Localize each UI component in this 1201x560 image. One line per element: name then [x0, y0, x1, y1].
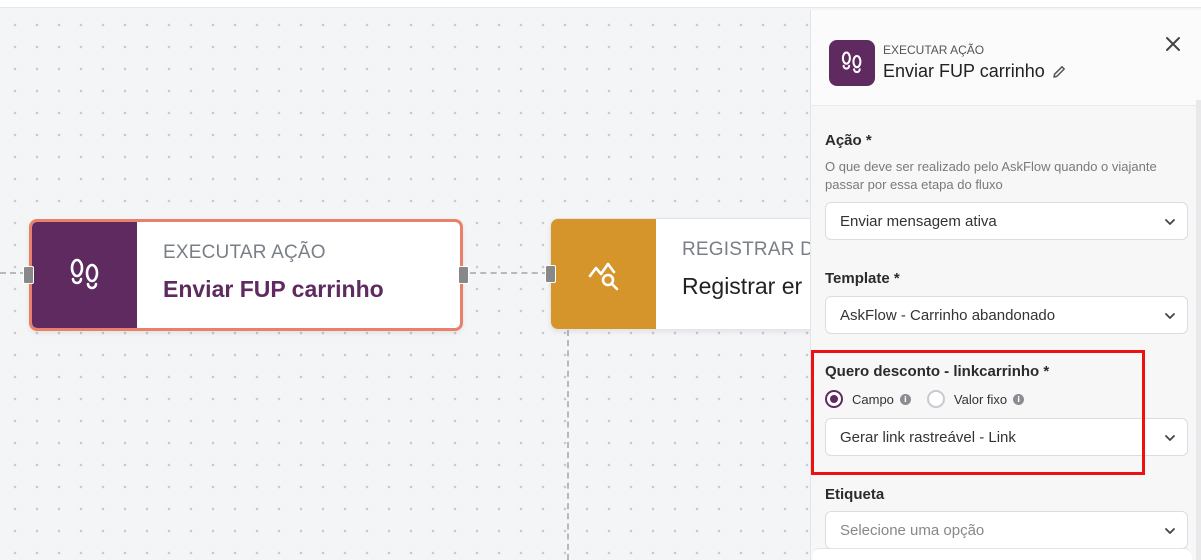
value-source-radio-group: Campo i Valor fixo i: [825, 390, 1040, 408]
chevron-down-icon: [1165, 528, 1175, 534]
quero-desconto-select-value: Gerar link rastreável - Link: [840, 428, 1016, 446]
template-select[interactable]: AskFlow - Carrinho abandonado: [825, 296, 1188, 334]
acao-select[interactable]: Enviar mensagem ativa: [825, 202, 1188, 240]
radio-campo[interactable]: Campo i: [825, 390, 911, 408]
close-icon[interactable]: [1161, 32, 1185, 56]
panel-scrollbar[interactable]: [1196, 100, 1201, 560]
panel-title: Enviar FUP carrinho: [883, 61, 1067, 82]
node-title: Enviar FUP carrinho: [163, 276, 384, 302]
node-settings-panel: EXECUTAR AÇÃO Enviar FUP carrinho Ação *…: [810, 10, 1201, 560]
node1-input-port[interactable]: [23, 266, 34, 284]
node1-output-port[interactable]: [458, 266, 469, 284]
radio-label: Valor fixo: [953, 391, 1008, 407]
pencil-icon[interactable]: [1051, 64, 1067, 80]
chevron-down-icon: [1165, 435, 1175, 441]
radio-circle-checked: [825, 390, 843, 408]
node-kicker: EXECUTAR AÇÃO: [163, 242, 326, 263]
panel-footer: [812, 548, 1192, 560]
node2-input-port[interactable]: [545, 265, 556, 283]
node-title: Registrar er: [682, 273, 803, 299]
radio-circle-unchecked: [926, 390, 945, 408]
etiqueta-label: Etiqueta: [825, 486, 885, 503]
flow-node-executar-acao[interactable]: EXECUTAR AÇÃO Enviar FUP carrinho: [29, 219, 463, 331]
info-icon[interactable]: i: [1013, 393, 1025, 405]
acao-help-text: O que deve ser realizado pelo AskFlow qu…: [825, 159, 1157, 192]
acao-label: Ação *: [825, 132, 872, 149]
quero-desconto-select[interactable]: Gerar link rastreável - Link: [825, 418, 1188, 456]
top-strip: [0, 0, 1201, 8]
acao-select-value: Enviar mensagem ativa: [840, 212, 997, 230]
highlight-annotation-box: [811, 350, 1145, 475]
panel-header: EXECUTAR AÇÃO Enviar FUP carrinho: [811, 10, 1201, 106]
quero-desconto-label: Quero desconto - linkcarrinho *: [825, 363, 1050, 380]
flow-node-registrar[interactable]: REGISTRAR D Registrar er: [550, 218, 850, 330]
connector-incoming: [0, 272, 26, 274]
info-icon[interactable]: i: [899, 393, 911, 405]
footprints-icon: [829, 40, 875, 86]
connector-down: [567, 330, 569, 560]
etiqueta-placeholder: Selecione uma opção: [840, 521, 985, 539]
template-select-value: AskFlow - Carrinho abandonado: [840, 306, 1056, 324]
chevron-down-icon: [1165, 313, 1175, 319]
radio-label: Campo: [852, 391, 894, 407]
panel-kicker: EXECUTAR AÇÃO: [883, 43, 985, 57]
footprints-icon: [32, 222, 137, 328]
node-kicker: REGISTRAR D: [682, 239, 815, 260]
panel-title-text: Enviar FUP carrinho: [883, 61, 1045, 81]
etiqueta-select[interactable]: Selecione uma opção: [825, 511, 1188, 549]
chevron-down-icon: [1165, 219, 1175, 225]
radio-valor-fixo[interactable]: Valor fixo i: [926, 390, 1025, 408]
template-label: Template *: [825, 270, 900, 287]
connector-node1-node2: [470, 272, 548, 274]
chart-search-icon: [551, 219, 656, 329]
